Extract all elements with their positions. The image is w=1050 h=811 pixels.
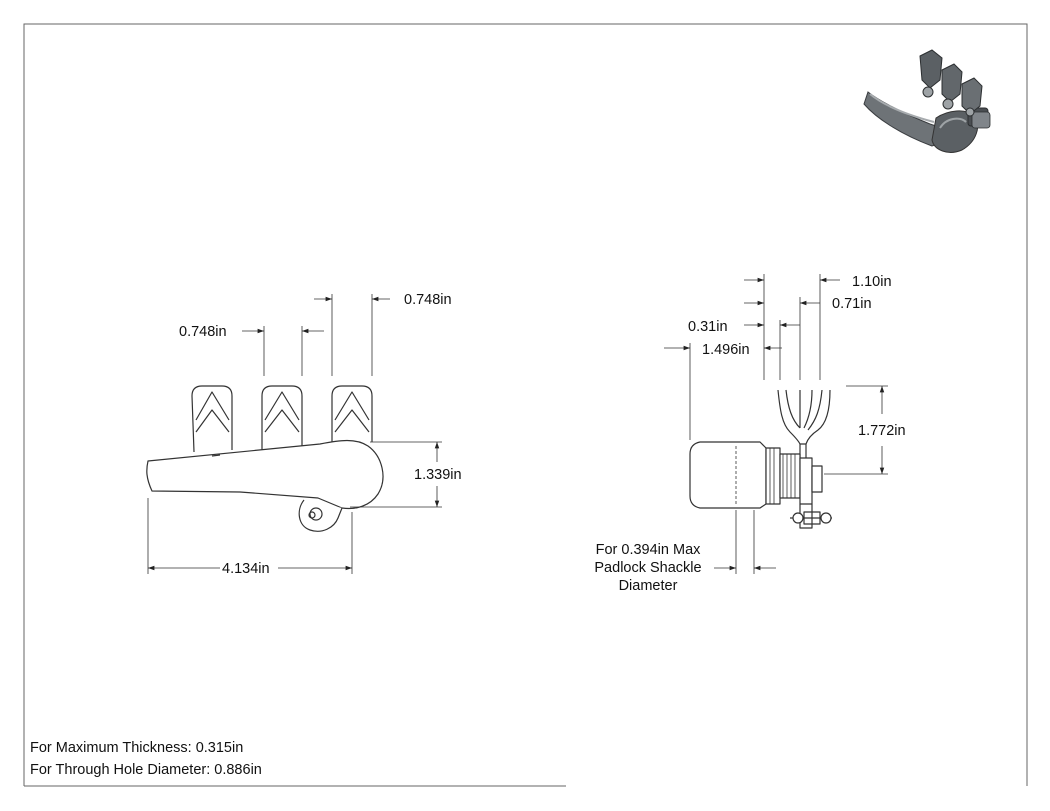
dim-front-length: 4.134in <box>222 561 270 577</box>
shackle-note-line2: Padlock Shackle <box>594 560 701 576</box>
lever-tab-2 <box>261 385 303 450</box>
side-view-dimensions <box>664 274 888 574</box>
shackle-note-line1: For 0.394in Max <box>596 542 702 558</box>
shackle-note-line3: Diameter <box>619 578 678 594</box>
lever-tab-1 <box>191 385 233 453</box>
threaded-section <box>765 447 781 505</box>
note-max-thickness: For Maximum Thickness: 0.315in <box>30 740 244 756</box>
dim-front-top-right: 0.748in <box>404 292 452 308</box>
front-view-part <box>146 385 384 532</box>
dim-side-c: 0.31in <box>688 319 728 335</box>
front-view-dimensions <box>147 294 442 574</box>
side-view-part <box>689 389 832 529</box>
dim-side-b: 0.71in <box>832 296 872 312</box>
drawing-border <box>23 23 1028 787</box>
dimension-labels: 0.748in 0.748in 1.339in 4.134in 1.10in 0… <box>179 274 906 594</box>
handle-body <box>146 439 384 510</box>
dim-side-d: 1.496in <box>702 342 750 358</box>
dim-side-e: 1.772in <box>858 423 906 439</box>
dim-front-height: 1.339in <box>414 467 462 483</box>
isometric-view <box>863 49 991 153</box>
dim-front-top-left: 0.748in <box>179 324 227 340</box>
lock-cylinder <box>689 441 767 509</box>
lever-tab-3 <box>331 385 373 444</box>
dim-side-a: 1.10in <box>852 274 892 290</box>
note-through-hole: For Through Hole Diameter: 0.886in <box>30 762 262 778</box>
fork-prongs <box>777 389 831 445</box>
